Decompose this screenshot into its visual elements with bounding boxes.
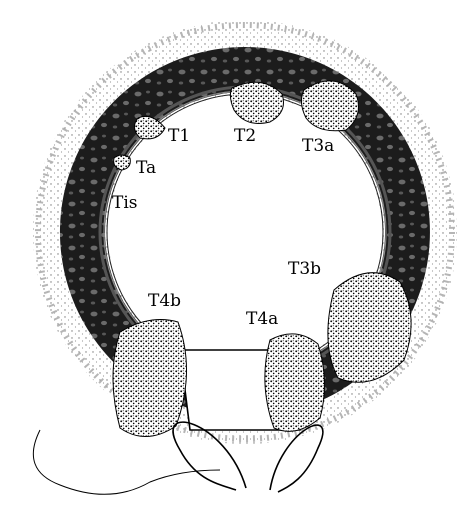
label-tis: Tis [112,193,138,213]
nodule-t4a [265,334,325,431]
label-t4b: T4b [148,291,181,311]
label-t2: T2 [234,126,256,146]
trailing-fiber [33,430,220,494]
label-ta: Ta [136,158,156,178]
label-t3b: T3b [288,259,321,279]
label-t1: T1 [168,126,190,146]
label-t3a: T3a [302,136,334,156]
nodule-t4b [113,320,187,437]
label-t4a: T4a [246,309,278,329]
nodule-ta [114,155,131,170]
